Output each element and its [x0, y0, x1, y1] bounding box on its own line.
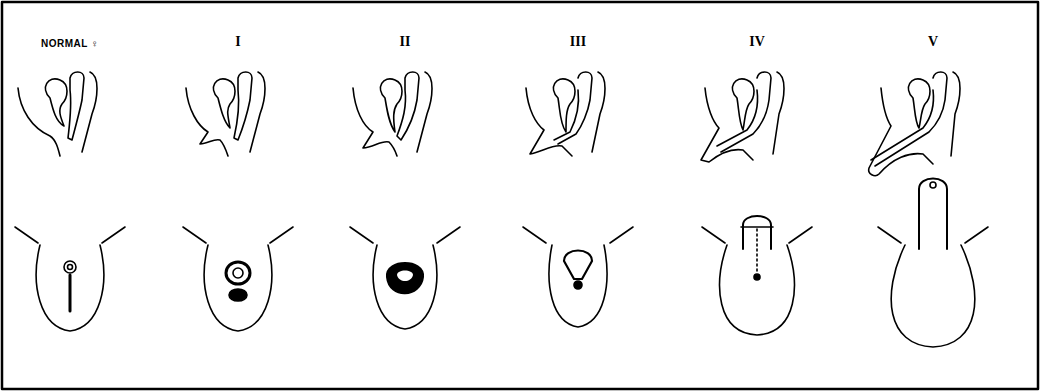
- stage-label: NORMAL ♀: [41, 38, 99, 49]
- external-stage-5: [878, 179, 988, 348]
- external-stage-4: [702, 216, 812, 335]
- stage-label: III: [570, 34, 586, 50]
- stage-label: I: [235, 34, 240, 50]
- external-normal: [15, 227, 125, 331]
- sagittal-normal: [18, 72, 97, 156]
- sagittal-stage-1: [186, 72, 265, 156]
- sagittal-stage-4: [701, 72, 784, 162]
- stage-label: V: [928, 34, 938, 50]
- stage-label: II: [400, 34, 411, 50]
- sagittal-stage-5: [869, 72, 960, 176]
- external-stage-2: [350, 227, 460, 329]
- external-stage-1: [183, 227, 293, 331]
- stage-label: IV: [749, 34, 765, 50]
- external-stage-3: [523, 227, 633, 327]
- sagittal-stage-2: [353, 72, 432, 156]
- sagittal-stage-3: [526, 72, 605, 156]
